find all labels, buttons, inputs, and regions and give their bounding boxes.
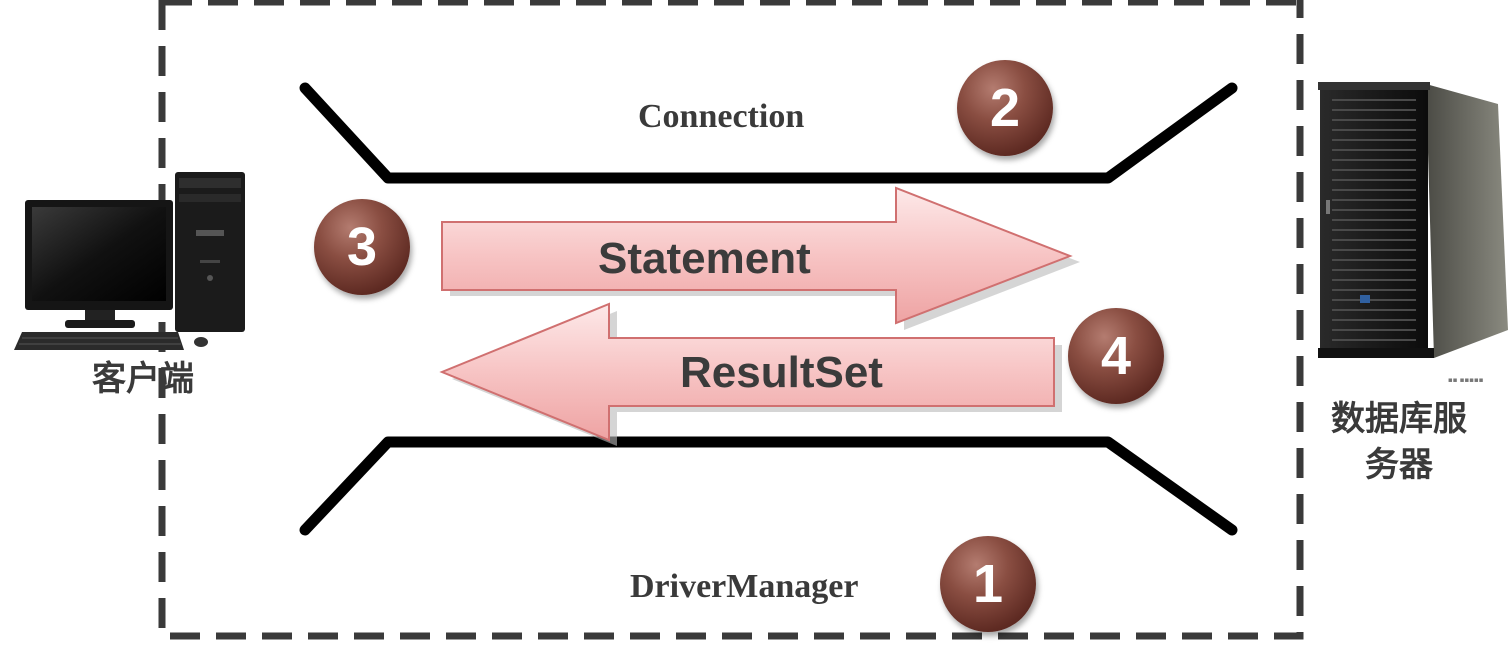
step-3-badge: 3 bbox=[314, 199, 410, 295]
client-label: 客户端 bbox=[92, 359, 194, 399]
connection-label: Connection bbox=[638, 98, 805, 135]
server-tiny-caption-mark: ▪▪ ▪▪▪▪▪ bbox=[1448, 376, 1484, 384]
server-label: 数据库服 务器 bbox=[1318, 396, 1480, 488]
dashed-boundary bbox=[158, 0, 1304, 640]
server-label-line-2: 务器 bbox=[1365, 445, 1433, 485]
result-set-arrow bbox=[439, 302, 1062, 446]
server-label-line-1: 数据库服 bbox=[1331, 399, 1467, 439]
result-set-label: ResultSet bbox=[680, 348, 883, 397]
step-2-badge: 2 bbox=[957, 60, 1053, 156]
statement-label: Statement bbox=[598, 234, 811, 283]
top-pipe-line bbox=[299, 82, 1238, 184]
tower-server-icon bbox=[1318, 82, 1508, 358]
statement-arrow bbox=[441, 186, 1080, 330]
step-4-badge: 4 bbox=[1068, 308, 1164, 404]
step-1-badge: 1 bbox=[940, 536, 1036, 632]
desktop-computer-icon bbox=[14, 172, 245, 350]
driver-manager-label: DriverManager bbox=[630, 568, 859, 605]
bottom-pipe-line bbox=[299, 436, 1238, 536]
